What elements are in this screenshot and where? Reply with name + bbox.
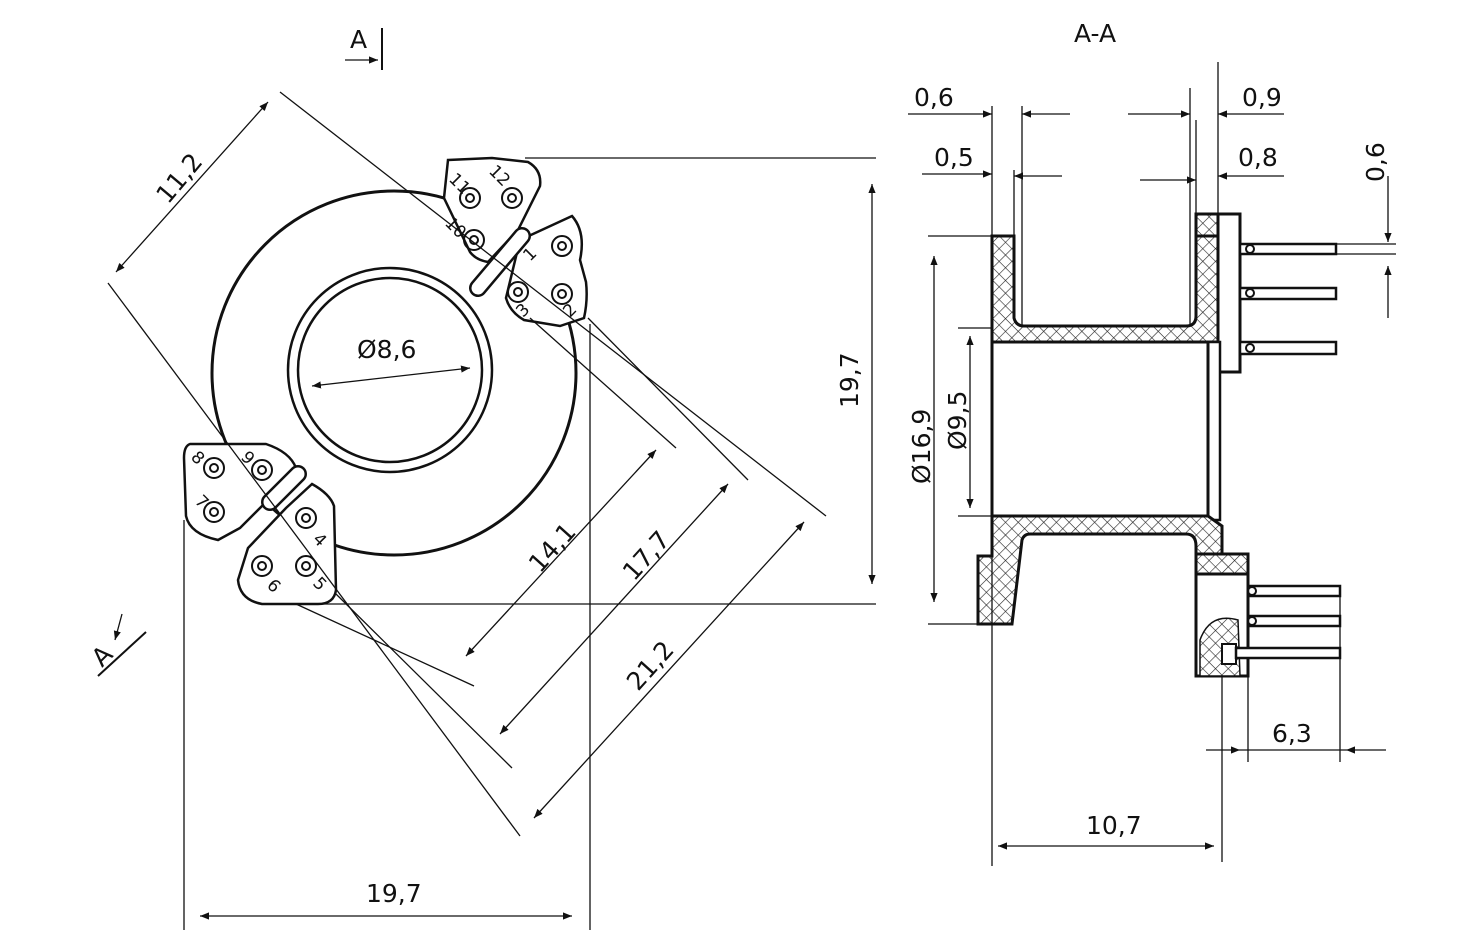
section-marker-bottom: A — [86, 613, 147, 677]
front-view: A A Ø8,6 — [86, 25, 876, 930]
pin-header-upper-left — [442, 156, 542, 264]
upper-pin-block — [1216, 212, 1242, 374]
dim-0-6-right-label: 0,6 — [1361, 142, 1390, 182]
pin-header-lower-left — [182, 442, 298, 542]
dim-0-8-label: 0,8 — [1238, 143, 1278, 172]
dim-10-7-label: 10,7 — [1086, 811, 1142, 840]
dim-0-9-label: 0,9 — [1242, 83, 1282, 112]
bore-inner-circle — [296, 276, 484, 464]
section-marker-top: A — [345, 25, 383, 70]
section-bottom-wall — [976, 514, 1224, 626]
dim-14-1-label: 14,1 — [523, 517, 582, 578]
dim-6-3-label: 6,3 — [1272, 719, 1312, 748]
section-marker-top-label: A — [350, 25, 367, 54]
section-top-wall — [990, 234, 1220, 344]
section-title: A-A — [1074, 19, 1116, 48]
dim-17-7-label: 17,7 — [617, 525, 676, 586]
section-marker-bottom-label: A — [86, 640, 119, 673]
dim-19-7-horizontal-label: 19,7 — [366, 879, 422, 908]
dim-19-7-vertical-label: 19,7 — [835, 352, 864, 408]
dim-16-9-label: Ø16,9 — [907, 409, 936, 484]
bore-outer-circle — [286, 266, 494, 474]
dim-9-5-label: Ø9,5 — [943, 391, 972, 450]
dim-0-5-label: 0,5 — [934, 143, 974, 172]
pin-header-lower-right — [236, 482, 338, 606]
dim-0-6-left-label: 0,6 — [914, 83, 954, 112]
dim-21-2-label: 21,2 — [621, 635, 680, 696]
upper-pins — [1238, 242, 1338, 356]
lower-pins — [1234, 584, 1342, 660]
section-view: A-A — [907, 19, 1396, 866]
dim-8-6-label: Ø8,6 — [357, 335, 416, 364]
